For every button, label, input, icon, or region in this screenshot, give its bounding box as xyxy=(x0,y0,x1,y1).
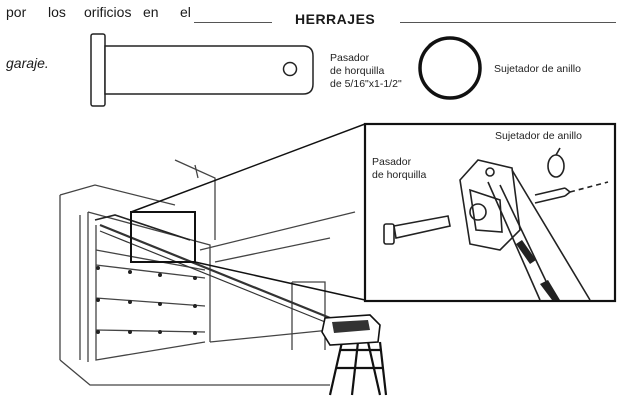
body-text-word: orificios xyxy=(84,4,132,20)
clevis-pin-label: Pasador de horquilla de 5/16"x1-1/2" xyxy=(330,52,402,91)
clevis-pin-label-line: de 5/16"x1-1/2" xyxy=(330,78,402,90)
inset-clevis-pin-label-line: de horquilla xyxy=(372,169,427,181)
heading-rule-left xyxy=(194,22,272,23)
body-text-word: los xyxy=(48,4,66,20)
ring-fastener-label: Sujetador de anillo xyxy=(494,63,581,75)
clevis-pin-label-line: de horquilla xyxy=(330,65,385,77)
clevis-pin-label-line: Pasador xyxy=(330,52,370,64)
body-text-word: por xyxy=(6,4,27,20)
body-text-word: el xyxy=(180,4,191,20)
inset-ring-fastener-label: Sujetador de anillo xyxy=(495,130,582,142)
heading-rule-right xyxy=(400,22,616,23)
ring-fastener-icon xyxy=(418,36,482,100)
clevis-pin-illustration xyxy=(90,33,314,107)
inset-clevis-pin-label: Pasador de horquilla xyxy=(372,156,426,182)
body-text-word: garaje. xyxy=(6,55,49,71)
section-title: HERRAJES xyxy=(295,11,376,27)
body-text-word: en xyxy=(143,4,159,20)
inset-clevis-pin-label-line: Pasador xyxy=(372,156,412,168)
